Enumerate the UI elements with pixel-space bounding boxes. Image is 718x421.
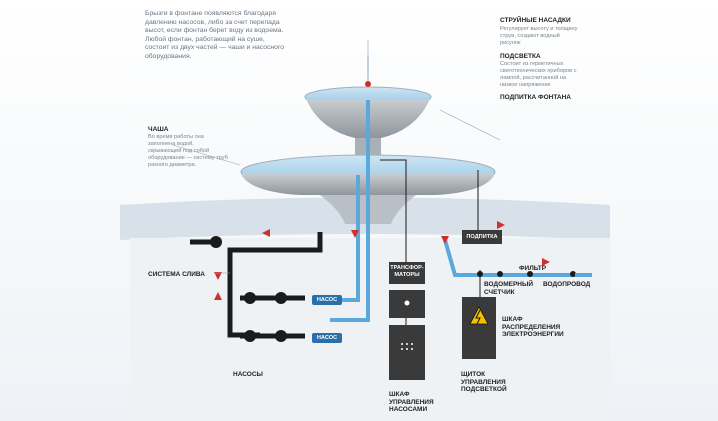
pump-bodies	[210, 236, 287, 342]
power-cabinet-title: ШКАФ РАСПРЕДЕЛЕНИЯ ЭЛЕКТРОЭНЕРГИИ	[502, 316, 564, 338]
pump-tag-1: НАСОС	[316, 297, 338, 303]
pumps-title: НАСОСЫ	[233, 371, 263, 378]
lightning-icon	[475, 309, 481, 325]
light-panel-box	[389, 290, 425, 318]
lighting-description: Состоит из герметичных светотехнических …	[500, 61, 577, 88]
pump-tag-1-bg	[312, 295, 342, 305]
leader-lines	[172, 40, 501, 274]
drain-system-title: СИСТЕМА СЛИВА	[148, 271, 205, 278]
fountain-feed-title: ПОДПИТКА ФОНТАНА	[500, 94, 571, 101]
water-meter-title: ВОДОМЕРНЫЙ СЧЕТЧИК	[484, 281, 534, 296]
nozzle-icon	[365, 81, 371, 87]
intro-text: Брызги в фонтане появляются благодаря да…	[145, 10, 285, 60]
flow-arrows	[214, 221, 550, 300]
feed-box-label: ПОДПИТКА	[466, 234, 498, 240]
lighting-title: ПОДСВЕТКА	[500, 53, 541, 60]
water-supply-title: ВОДОПРОВОД	[543, 281, 591, 288]
supply-valves	[477, 271, 576, 277]
pump-cabinet-title: ШКАФ УПРАВЛЕНИЯ НАСОСАМИ	[389, 391, 434, 413]
pump-tag-2-bg	[312, 333, 342, 343]
transformers-bg	[389, 262, 425, 284]
pump-tag-2: НАСОС	[316, 335, 338, 341]
bowl-description: Во время работы она заполнена водой, скр…	[148, 134, 228, 168]
nozzles-description: Регулирует высоту и толщину струи, созда…	[500, 26, 578, 46]
power-cabinet-box	[462, 297, 496, 359]
transformers-label: ТРАНСФОР-МАТОРЫ	[390, 265, 424, 278]
feed-box-bg	[462, 230, 502, 244]
nozzles-title: СТРУЙНЫЕ НАСАДКИ	[500, 17, 571, 24]
pump-cabinet-box	[389, 325, 425, 380]
filter-title: ФИЛЬТР	[519, 265, 547, 272]
bowl-title: ЧАША	[148, 126, 169, 133]
light-panel-title: ЩИТОК УПРАВЛЕНИЯ ПОДСВЕТКОЙ	[461, 371, 507, 393]
